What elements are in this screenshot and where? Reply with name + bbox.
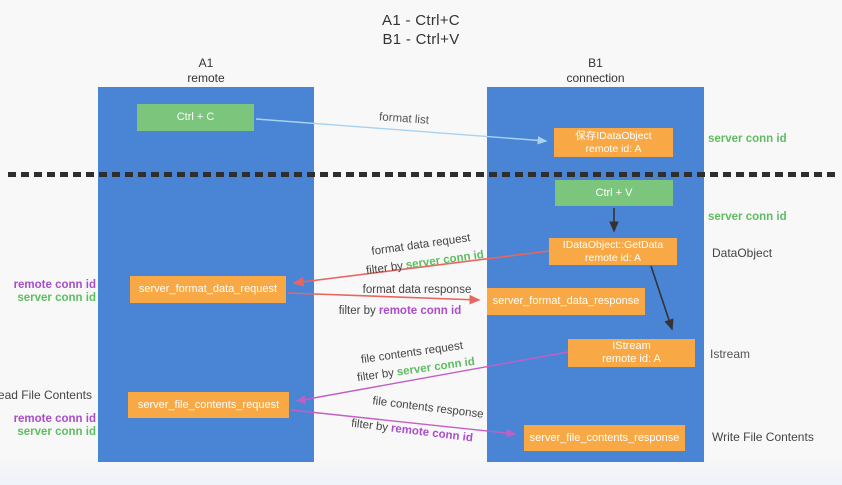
remote-conn-id-text: remote conn id (390, 422, 474, 445)
ctrl-c-box: Ctrl + C (137, 104, 254, 131)
server-format-data-response-box: server_format_data_response (487, 288, 645, 315)
remote-conn-id-text: remote conn id (378, 305, 462, 317)
istream-annotation: Istream (710, 347, 751, 361)
format-data-response-label: format data response (362, 284, 472, 296)
save-idataobject-line2: remote id: A (585, 142, 642, 155)
column-a1-name: A1 (198, 56, 214, 70)
save-idataobject-line1: 保存IDataObject (575, 129, 652, 142)
idataobject-getdata-box: IDataObject::GetData remote id: A (549, 238, 677, 265)
server-conn-id-annotation-mid: server conn id (708, 211, 787, 223)
filter-by-text: filter by (356, 367, 395, 385)
filter-by-text: filter by (365, 260, 404, 278)
filter-by-text: filter by (338, 305, 376, 317)
title-line-1: A1 - Ctrl+C (382, 12, 460, 29)
server-conn-id-annotation-top: server conn id (708, 133, 787, 145)
server-conn-id-text: server conn id (17, 292, 96, 304)
server-format-data-request-box: server_format_data_request (130, 276, 286, 303)
remote-conn-id-text: remote conn id (13, 279, 96, 291)
server-format-data-request-label: server_format_data_request (138, 283, 278, 295)
istream-line1: IStream (612, 340, 651, 352)
istream-box: IStream remote id: A (568, 339, 695, 367)
format-list-label: format list (378, 111, 430, 127)
file-contents-response-label: file contents response (371, 395, 485, 421)
column-header-b1: B1 connection (487, 56, 704, 86)
server-file-contents-response-label: server_file_contents_response (529, 431, 680, 444)
write-file-contents-annotation: Write File Contents (712, 430, 814, 444)
server-file-contents-request-box: server_file_contents_request (128, 392, 289, 418)
server-file-contents-response-box: server_file_contents_response (524, 425, 685, 451)
istream-line2: remote id: A (602, 353, 661, 365)
remote-conn-id-text: remote conn id (13, 413, 96, 425)
format-request-conn-ids-annotation: remote conn id server conn id (14, 279, 96, 305)
file-request-conn-ids-annotation: remote conn id server conn id (14, 413, 96, 439)
phase-divider-dashed-line (8, 172, 838, 177)
column-b1-name: B1 (588, 56, 603, 70)
ctrl-v-box: Ctrl + V (555, 180, 673, 206)
filter-by-text: filter by (350, 417, 389, 435)
column-header-a1: A1 remote (98, 56, 314, 86)
title-line-2: B1 - Ctrl+V (382, 31, 460, 48)
server-conn-id-text: server conn id (405, 248, 485, 272)
column-a1-subtitle: remote (187, 71, 225, 85)
idataobject-getdata-line2: remote id: A (584, 251, 642, 264)
server-format-data-response-label: server_format_data_response (492, 295, 640, 307)
dataobject-annotation: DataObject (712, 246, 773, 260)
server-file-contents-request-label: server_file_contents_request (137, 398, 280, 411)
save-idataobject-box: 保存IDataObject remote id: A (554, 128, 673, 157)
idataobject-getdata-line1: IDataObject::GetData (562, 238, 664, 251)
diagram-title: A1 - Ctrl+C B1 - Ctrl+V (0, 11, 842, 49)
column-b1-subtitle: connection (566, 71, 625, 85)
server-conn-id-text: server conn id (17, 426, 96, 438)
ctrl-c-label: Ctrl + C (176, 111, 215, 123)
read-file-contents-annotation: Read File Contents (0, 388, 92, 402)
ctrl-v-label: Ctrl + V (595, 186, 633, 199)
